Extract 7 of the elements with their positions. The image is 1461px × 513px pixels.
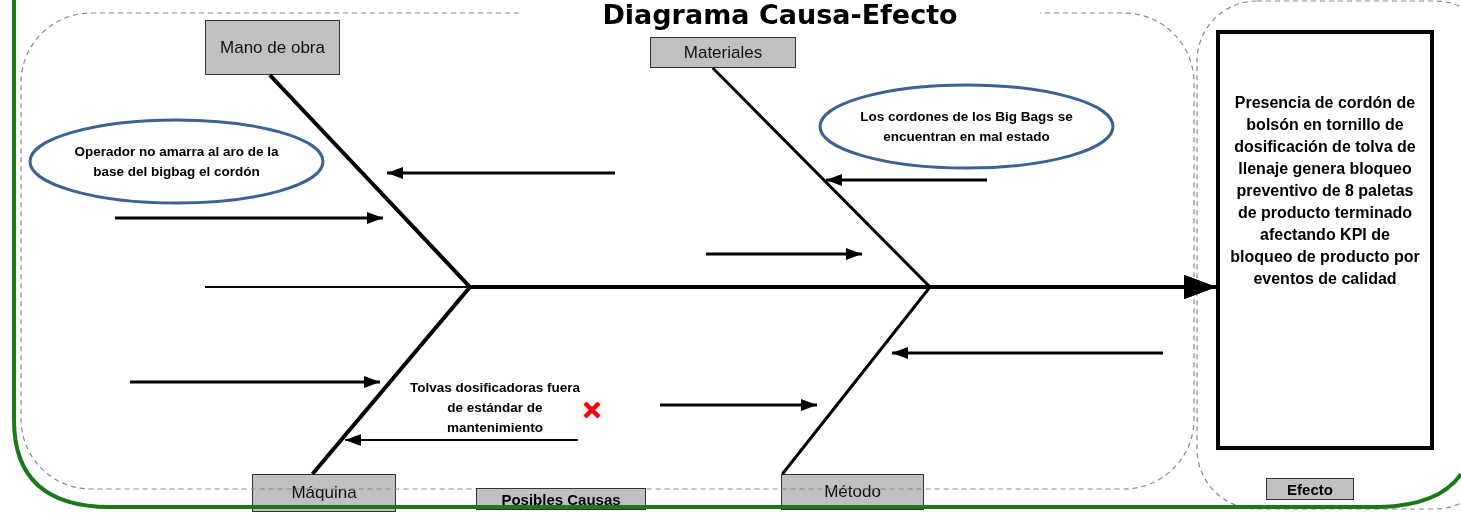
category-box: Mano de obra [205, 20, 340, 75]
cause-ellipse: Los cordones de los Big Bags se encuentran en mal estado [818, 83, 1115, 170]
category-box: Materiales [650, 37, 796, 68]
effect-box: Presencia de cordón de bolsón en tornillo de dosificación de tolva de llenaje genera bloqueo preventivo de 8 paletas de producto terminado afectando KPI de bloqueo de producto por eventos de calidad [1216, 30, 1434, 450]
effect-panel [1196, 0, 1461, 510]
cause-ellipse: Operador no amarra al aro de la base del bigbag el cordón [28, 118, 325, 205]
section-heading: Efecto [1266, 478, 1354, 500]
